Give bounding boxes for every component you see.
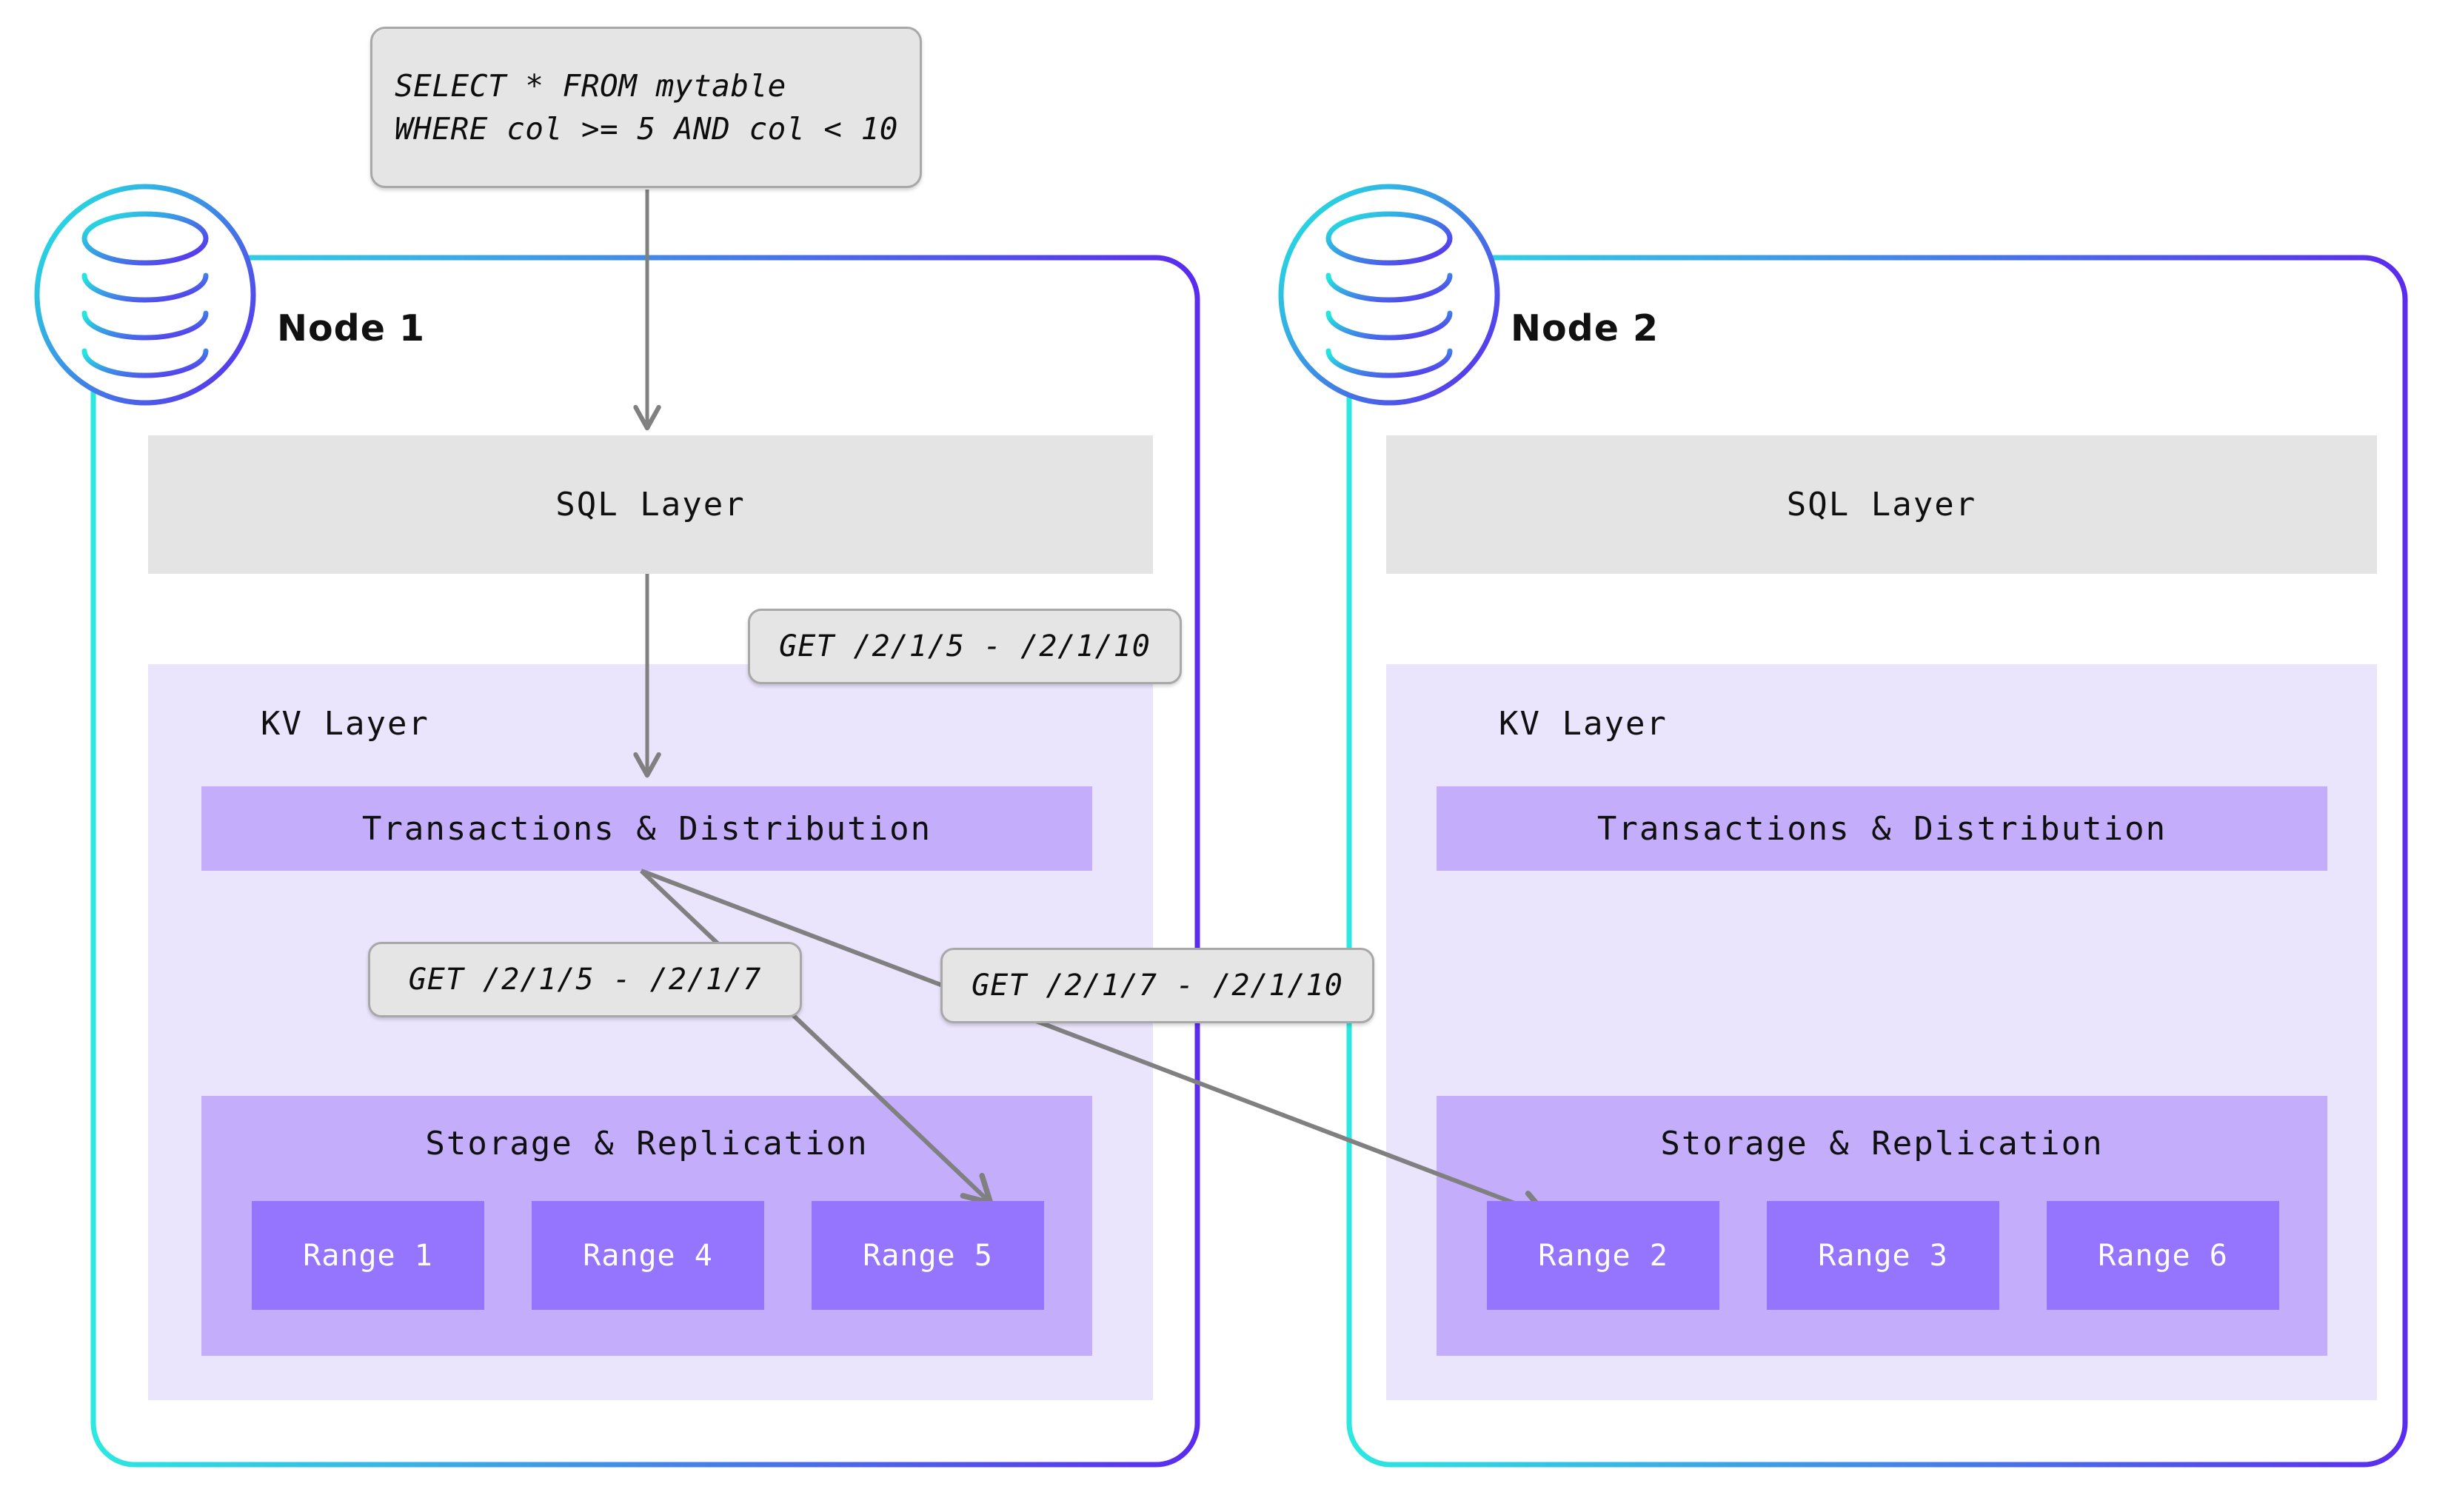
node-1-badge bbox=[34, 184, 256, 406]
node-1-sql-layer: SQL Layer bbox=[148, 435, 1153, 574]
node-1-badge-circle bbox=[34, 184, 256, 406]
database-icon bbox=[1325, 211, 1453, 378]
node-2-kv-layer-label: KV Layer bbox=[1499, 705, 1668, 743]
node-2-range-1-label: Range 3 bbox=[1818, 1238, 1948, 1273]
sql-query-line-2: WHERE col >= 5 AND col < 10 bbox=[395, 111, 898, 147]
node-2-transactions-label: Transactions & Distribution bbox=[1596, 809, 2167, 848]
node-1-range-1[interactable]: Range 4 bbox=[532, 1201, 764, 1310]
node-1-transactions-band: Transactions & Distribution bbox=[201, 786, 1092, 871]
sql-query-box: SELECT * FROM mytable WHERE col >= 5 AND… bbox=[370, 27, 922, 188]
node-1-kv-layer-label: KV Layer bbox=[261, 705, 429, 743]
node-1-storage-label: Storage & Replication bbox=[425, 1125, 869, 1163]
node-1-range-1-label: Range 4 bbox=[583, 1238, 713, 1273]
callout-kv-request-label: GET /2/1/5 - /2/1/10 bbox=[779, 629, 1151, 663]
node-1-range-0[interactable]: Range 1 bbox=[252, 1201, 484, 1310]
node-2-range-0-label: Range 2 bbox=[1538, 1238, 1668, 1273]
node-1-transactions-label: Transactions & Distribution bbox=[361, 809, 932, 848]
sql-query-line-1: SELECT * FROM mytable bbox=[395, 67, 786, 104]
node-2-transactions-band: Transactions & Distribution bbox=[1437, 786, 2327, 871]
node-2-range-1[interactable]: Range 3 bbox=[1767, 1201, 1999, 1310]
database-icon bbox=[81, 211, 209, 378]
node-2-range-0[interactable]: Range 2 bbox=[1487, 1201, 1719, 1310]
node-2-range-2-label: Range 6 bbox=[2098, 1238, 2228, 1273]
callout-range5-request-label: GET /2/1/5 - /2/1/7 bbox=[408, 963, 762, 997]
callout-range2-request-label: GET /2/1/7 - /2/1/10 bbox=[972, 969, 1343, 1003]
callout-range5-request: GET /2/1/5 - /2/1/7 bbox=[368, 942, 802, 1017]
node-1-title: Node 1 bbox=[277, 307, 426, 349]
node-1-range-2-label: Range 5 bbox=[863, 1238, 993, 1273]
callout-kv-request: GET /2/1/5 - /2/1/10 bbox=[748, 609, 1182, 684]
node-2-title: Node 2 bbox=[1511, 307, 1659, 349]
node-1-sql-layer-label: SQL Layer bbox=[555, 486, 746, 523]
node-2-range-2[interactable]: Range 6 bbox=[2047, 1201, 2279, 1310]
node-2-storage-label: Storage & Replication bbox=[1660, 1125, 2104, 1163]
node-2-sql-layer: SQL Layer bbox=[1386, 435, 2377, 574]
node-1-range-0-label: Range 1 bbox=[303, 1238, 433, 1273]
node-2-sql-layer-label: SQL Layer bbox=[1786, 486, 1977, 523]
node-1-range-2[interactable]: Range 5 bbox=[812, 1201, 1044, 1310]
node-2-badge bbox=[1278, 184, 1500, 406]
callout-range2-request: GET /2/1/7 - /2/1/10 bbox=[940, 948, 1374, 1023]
node-2-badge-circle bbox=[1278, 184, 1500, 406]
